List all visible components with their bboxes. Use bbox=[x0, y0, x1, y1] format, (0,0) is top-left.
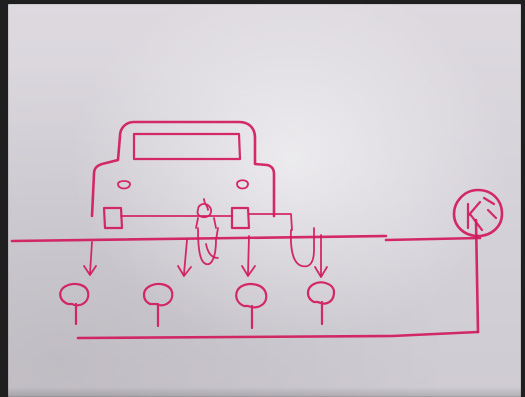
center-connector bbox=[197, 199, 211, 217]
left-headlight bbox=[118, 181, 130, 189]
sensor-1 bbox=[60, 284, 88, 324]
right-cable bbox=[249, 214, 292, 230]
right-headlight bbox=[237, 180, 248, 188]
arrow-3 bbox=[248, 236, 249, 274]
sensor-3 bbox=[236, 284, 266, 328]
ground-line-right bbox=[386, 238, 480, 240]
sensor-2 bbox=[144, 284, 172, 326]
right-wheel bbox=[232, 208, 249, 228]
center-connector-legs bbox=[196, 218, 216, 228]
meter-w bbox=[484, 198, 496, 218]
meter-circle bbox=[454, 190, 502, 236]
sketch-drawing: kW bbox=[8, 4, 521, 397]
arrow-2 bbox=[184, 240, 187, 274]
arrow-1 bbox=[90, 242, 92, 274]
paper-sheet: kW bbox=[8, 4, 521, 397]
underground-loop-left bbox=[198, 228, 218, 264]
bottom-bus-line bbox=[78, 332, 478, 338]
underground-loop-right bbox=[291, 228, 314, 266]
car-body-outline bbox=[92, 122, 274, 216]
car-window bbox=[134, 134, 240, 159]
left-wheel bbox=[104, 208, 122, 228]
sensor-4 bbox=[308, 282, 334, 324]
